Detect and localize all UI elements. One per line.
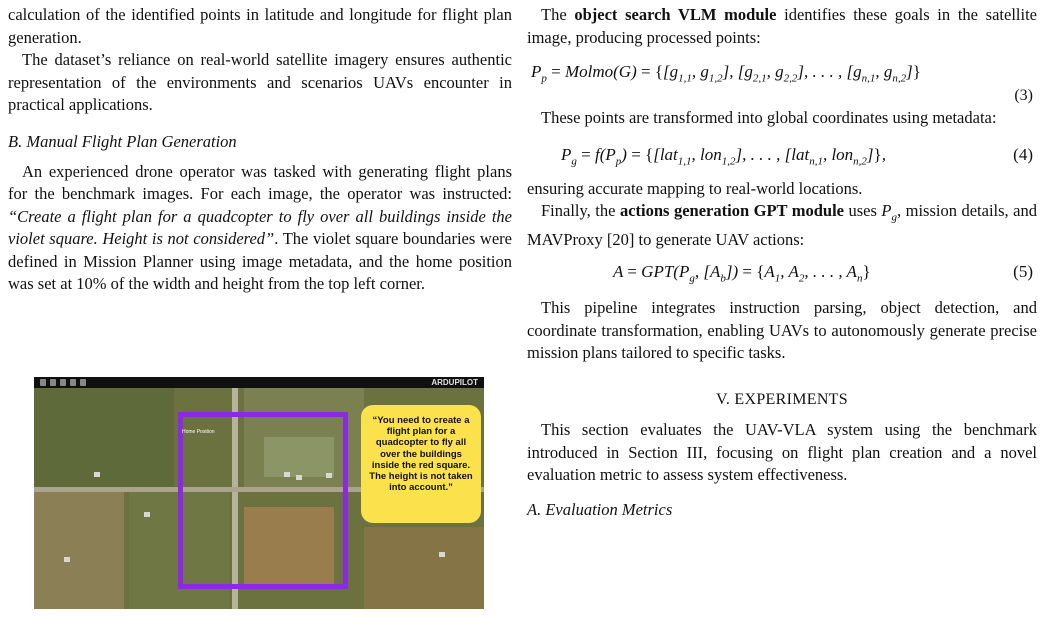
bold-term: actions generation GPT module: [619, 201, 844, 220]
paragraph: These points are transformed into global…: [541, 108, 997, 127]
building: [144, 512, 150, 517]
paragraph: ensuring accurate mapping to real-world …: [527, 178, 863, 198]
paragraph: This section evaluates the UAV-VLA syste…: [527, 420, 1037, 485]
paragraph: This pipeline integrates instruction par…: [527, 298, 1037, 363]
equation-5: A = GPT(Pg, [Ab]) = {A1, A2, . . . , An}…: [527, 257, 1037, 287]
subsection-heading: B. Manual Flight Plan Generation: [8, 131, 237, 151]
toolbar-icon: [50, 379, 56, 386]
field-patch: [244, 507, 334, 587]
paragraph: The object search VLM module identifies …: [527, 4, 1037, 49]
road: [34, 487, 484, 492]
right-column: The object search VLM module identifies …: [527, 0, 1037, 521]
paragraph-text: identifies these goals in the satellite …: [527, 5, 1037, 47]
paragraph-text: An experienced drone operator was tasked…: [8, 161, 512, 204]
home-position-label: Home Position: [182, 429, 215, 435]
field-patch: [364, 527, 484, 609]
paragraph-text: , mission details, and MAVProxy [20] to …: [527, 201, 1038, 249]
app-toolbar: ARDUPILOT: [34, 377, 484, 388]
subsection-heading: A. Evaluation Metrics: [527, 499, 673, 519]
paragraph: Finally, the actions generation GPT modu…: [527, 200, 1037, 251]
field-patch: [264, 437, 334, 477]
math-symbol: Pg: [881, 201, 898, 224]
equation-3: Pp = Molmo(G) = {[g1,1, g1,2], [g2,1, g2…: [527, 57, 1037, 87]
operator-instruction-quote: “Create a flight plan for a quadcopter t…: [8, 206, 512, 249]
equation-4: Pg = f(Pp) = {[lat1,1, lon1,2], . . . , …: [527, 140, 1037, 170]
section-heading: V. EXPERIMENTS: [716, 390, 848, 408]
building: [94, 472, 100, 477]
paragraph-text: Finally, the: [541, 201, 620, 220]
bold-term: object search VLM module: [574, 5, 777, 24]
paragraph-text: The: [541, 5, 575, 24]
building: [64, 557, 70, 562]
paragraph: The dataset’s reliance on real-world sat…: [8, 50, 512, 114]
toolbar-icon: [60, 379, 66, 386]
ardupilot-logo: ARDUPILOT: [431, 378, 478, 387]
equation-number: (5): [1013, 262, 1033, 282]
paragraph-text: uses: [844, 201, 882, 220]
paragraph-text: . The violet square boundaries were defi…: [8, 229, 512, 293]
equation-number: (3): [1014, 87, 1033, 104]
building: [439, 552, 445, 557]
building: [284, 472, 290, 477]
violet-square: [178, 412, 348, 589]
toolbar-icon: [70, 379, 76, 386]
field-patch: [34, 388, 174, 487]
road: [232, 388, 238, 609]
field-patch: [34, 492, 124, 609]
building: [296, 475, 302, 480]
toolbar-icon: [40, 379, 46, 386]
paragraph: calculation of the identified points in …: [8, 5, 512, 47]
paragraph: An experienced drone operator was tasked…: [8, 161, 512, 296]
equation-body: Pp = Molmo(G) = {[g1,1, g1,2], [g2,1, g2…: [531, 62, 921, 85]
satellite-figure: ARDUPILOT Home Position “You need to cre…: [34, 377, 484, 609]
equation-body: Pg = f(Pp) = {[lat1,1, lon1,2], . . . , …: [561, 144, 886, 167]
equation-number: (4): [1013, 144, 1033, 164]
left-column: calculation of the identified points in …: [8, 0, 512, 296]
toolbar-icon: [80, 379, 86, 386]
instruction-bubble: “You need to create a flight plan for a …: [361, 405, 481, 523]
building: [326, 473, 332, 478]
equation-body: A = GPT(Pg, [Ab]) = {A1, A2, . . . , An}: [613, 262, 871, 285]
